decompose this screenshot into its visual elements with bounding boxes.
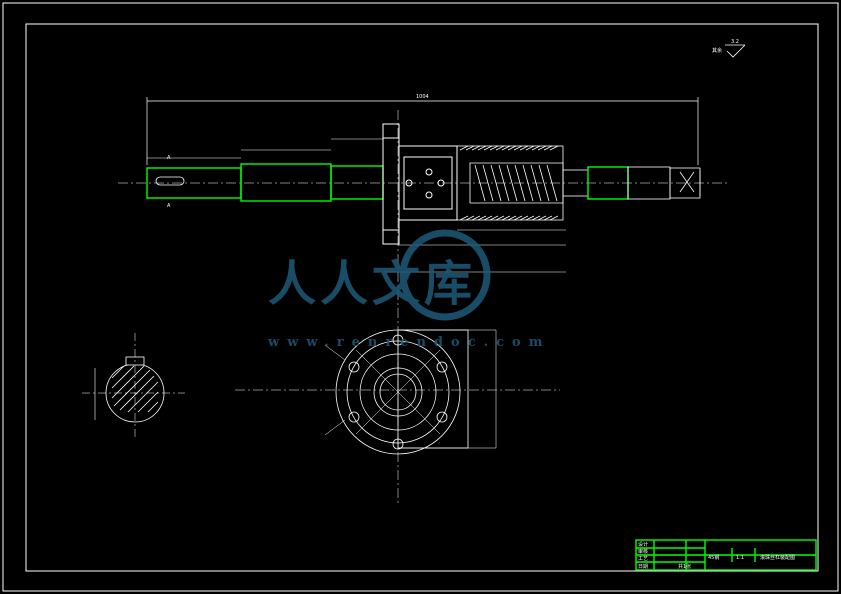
shaft-right-section (562, 166, 701, 200)
shaft-cross-section (82, 333, 185, 440)
tb-sheet: 共1张 (678, 563, 691, 570)
section-mark-top: A (167, 155, 171, 161)
inner-frame (25, 23, 819, 572)
watermark: 人人文库 www.renrendoc.com (267, 229, 550, 350)
surface-finish-note: 其余 (712, 47, 722, 54)
tb-row-2: 审核 (638, 548, 648, 555)
watermark-url: www.renrendoc.com (267, 335, 550, 350)
shaft-left-section (146, 163, 384, 202)
tb-row-4: 日期 (638, 564, 648, 570)
flange-front-view (235, 329, 560, 455)
tb-ratio: 1:1 (736, 555, 744, 561)
section-mark-bottom: A (167, 203, 171, 209)
surface-finish-symbol: 其余 3.2 (712, 39, 746, 58)
overall-dimension: 1004 (146, 94, 699, 165)
watermark-logo-ring (399, 229, 491, 321)
tb-row-1: 设计 (638, 541, 648, 548)
overall-length-label: 1004 (416, 94, 429, 100)
nut-flange (382, 123, 400, 245)
title-block (635, 539, 817, 571)
title-block-text: 设计 审核 工艺 日期 45钢 1:1 滚珠丝杠装配图 共1张 (638, 541, 795, 570)
tb-title: 滚珠丝杠装配图 (760, 554, 795, 561)
watermark-text: 人人文库 (268, 256, 476, 312)
tb-row-3: 工艺 (638, 556, 648, 562)
tb-material: 45钢 (708, 554, 719, 561)
shaft-dimensions (147, 138, 566, 273)
surface-finish-value: 3.2 (731, 39, 739, 45)
